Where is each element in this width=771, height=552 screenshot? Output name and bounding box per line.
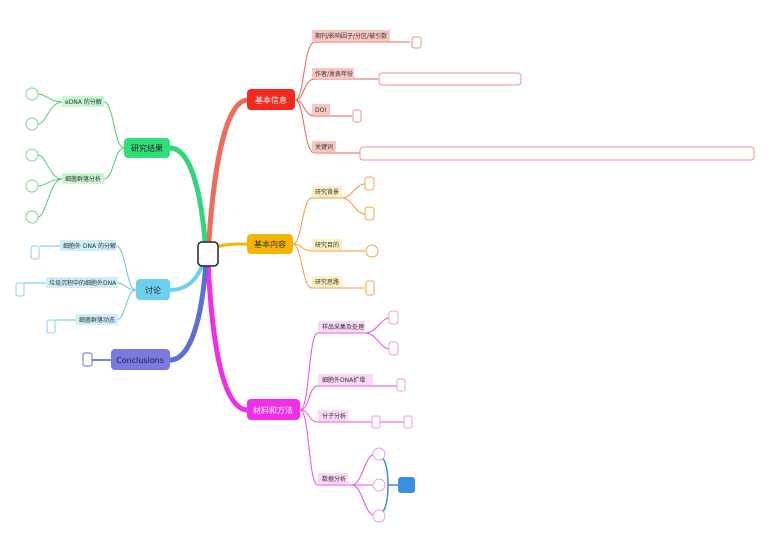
placeholder-sample-2[interactable] <box>388 341 399 356</box>
subtopic-research-purpose-label: 研究目的 <box>315 241 339 249</box>
placeholder-background-2[interactable] <box>364 206 375 221</box>
subtopic-extracellular-dna-amplification-label: 细胞外DNA扩增 <box>322 376 365 384</box>
subtopic-bacterial-dynamics[interactable] <box>76 314 118 325</box>
placeholder-journal-impact[interactable] <box>411 36 422 49</box>
subtopic-journal-impact-label: 期刊/影响因子/分区/被引数 <box>315 32 387 40</box>
node-conclusions[interactable] <box>111 349 170 370</box>
node-basic-content-label: 基本内容 <box>254 239 286 249</box>
placeholder-bacterial-1[interactable] <box>25 148 39 162</box>
subtopic-extracellular-dna-decomposition[interactable] <box>60 240 116 251</box>
subtopic-keywords[interactable] <box>312 141 336 152</box>
subtopic-molecular-analysis-label: 分子分析 <box>322 412 346 420</box>
subtopic-data-analysis-label: 数据分析 <box>322 475 346 483</box>
subtopic-bacterial-community-label: 细菌群落分析 <box>65 175 101 183</box>
node-materials[interactable] <box>247 399 300 420</box>
placeholder-edna-1[interactable] <box>25 87 39 101</box>
node-conclusions-label: Conclusions <box>116 356 164 365</box>
subtopic-author-year-label: 作者/发表年份 <box>315 70 353 78</box>
branch-curve-conclusions <box>167 259 209 363</box>
subtopic-sediment-extracellular-dna-label: 垃圾沉积中的细胞外DNA <box>49 279 117 287</box>
placeholder-molecular-2[interactable] <box>403 415 413 429</box>
placeholder-edna-2[interactable] <box>25 117 39 131</box>
node-basic-content[interactable] <box>247 234 293 254</box>
subtopic-research-background[interactable] <box>312 186 342 197</box>
subtopic-research-approach[interactable] <box>312 276 342 287</box>
placeholder-background-1[interactable] <box>364 176 375 191</box>
subtopic-doi-label: DOI <box>315 107 326 114</box>
subtopic-research-purpose[interactable] <box>312 239 342 250</box>
subtopic-edna-decomposition-label: eDNA 的分解 <box>65 98 102 106</box>
placeholder-discussion-2[interactable] <box>15 282 25 297</box>
node-materials-label: 材料和方法 <box>253 405 293 415</box>
data-analysis-callout-box[interactable] <box>398 477 415 493</box>
placeholder-discussion-1[interactable] <box>30 245 40 260</box>
placeholder-bacterial-2[interactable] <box>25 179 39 193</box>
basic-content-connectors <box>292 183 366 289</box>
branch-curve-materials <box>205 259 251 413</box>
materials-connectors <box>299 317 404 517</box>
branch-curve-discussion <box>168 260 205 292</box>
placeholder-discussion-3[interactable] <box>46 319 56 334</box>
basic-info-connectors <box>294 41 410 154</box>
subtopic-sediment-extracellular-dna[interactable] <box>46 277 118 288</box>
subtopic-bacterial-dynamics-label: 细菌群落动态 <box>79 316 115 324</box>
central-topic-node[interactable] <box>197 241 219 267</box>
placeholder-data-3[interactable] <box>372 509 386 523</box>
subtopic-molecular-analysis[interactable] <box>318 410 348 421</box>
node-basic-info-label: 基本信息 <box>255 95 287 105</box>
placeholder-amplification[interactable] <box>396 378 406 392</box>
subtopic-research-background-label: 研究背景 <box>315 188 339 196</box>
node-basic-info[interactable] <box>247 89 295 110</box>
subtopic-data-analysis[interactable] <box>318 473 348 484</box>
subtopic-edna-decomposition[interactable] <box>62 96 104 107</box>
subtopic-journal-impact[interactable] <box>312 30 390 41</box>
placeholder-purpose[interactable] <box>365 244 379 258</box>
subtopic-extracellular-dna-decomposition-label: 细胞外 DNA 的分解 <box>63 242 116 250</box>
node-results[interactable] <box>124 138 170 158</box>
placeholder-data-1[interactable] <box>372 447 386 461</box>
placeholder-approach[interactable] <box>365 280 375 296</box>
subtopic-research-approach-label: 研究思路 <box>315 278 339 286</box>
placeholder-author-year[interactable] <box>378 72 522 86</box>
subtopic-doi[interactable] <box>312 104 330 115</box>
placeholder-keywords[interactable] <box>359 146 755 161</box>
placeholder-data-2[interactable] <box>372 478 386 492</box>
subtopic-keywords-label: 关键词 <box>315 143 333 151</box>
subtopic-sample-collection-label: 样品采集及处理 <box>322 323 364 331</box>
placeholder-molecular-1[interactable] <box>371 415 381 429</box>
branch-curve-results <box>167 145 209 258</box>
placeholder-doi[interactable] <box>352 109 362 123</box>
results-connectors <box>37 93 125 218</box>
subtopic-author-year[interactable] <box>312 68 354 79</box>
subtopic-sample-collection[interactable] <box>318 321 365 332</box>
branch-curve-basic-info <box>205 97 251 258</box>
subtopic-bacterial-community[interactable] <box>62 173 104 184</box>
subtopic-extracellular-dna-amplification[interactable] <box>318 374 373 385</box>
node-results-label: 研究结果 <box>131 143 163 153</box>
placeholder-bacterial-3[interactable] <box>25 210 39 224</box>
node-discussion[interactable] <box>136 279 170 300</box>
placeholder-sample-1[interactable] <box>388 310 399 325</box>
node-discussion-label: 讨论 <box>145 285 161 295</box>
placeholder-conclusions[interactable] <box>82 352 93 367</box>
